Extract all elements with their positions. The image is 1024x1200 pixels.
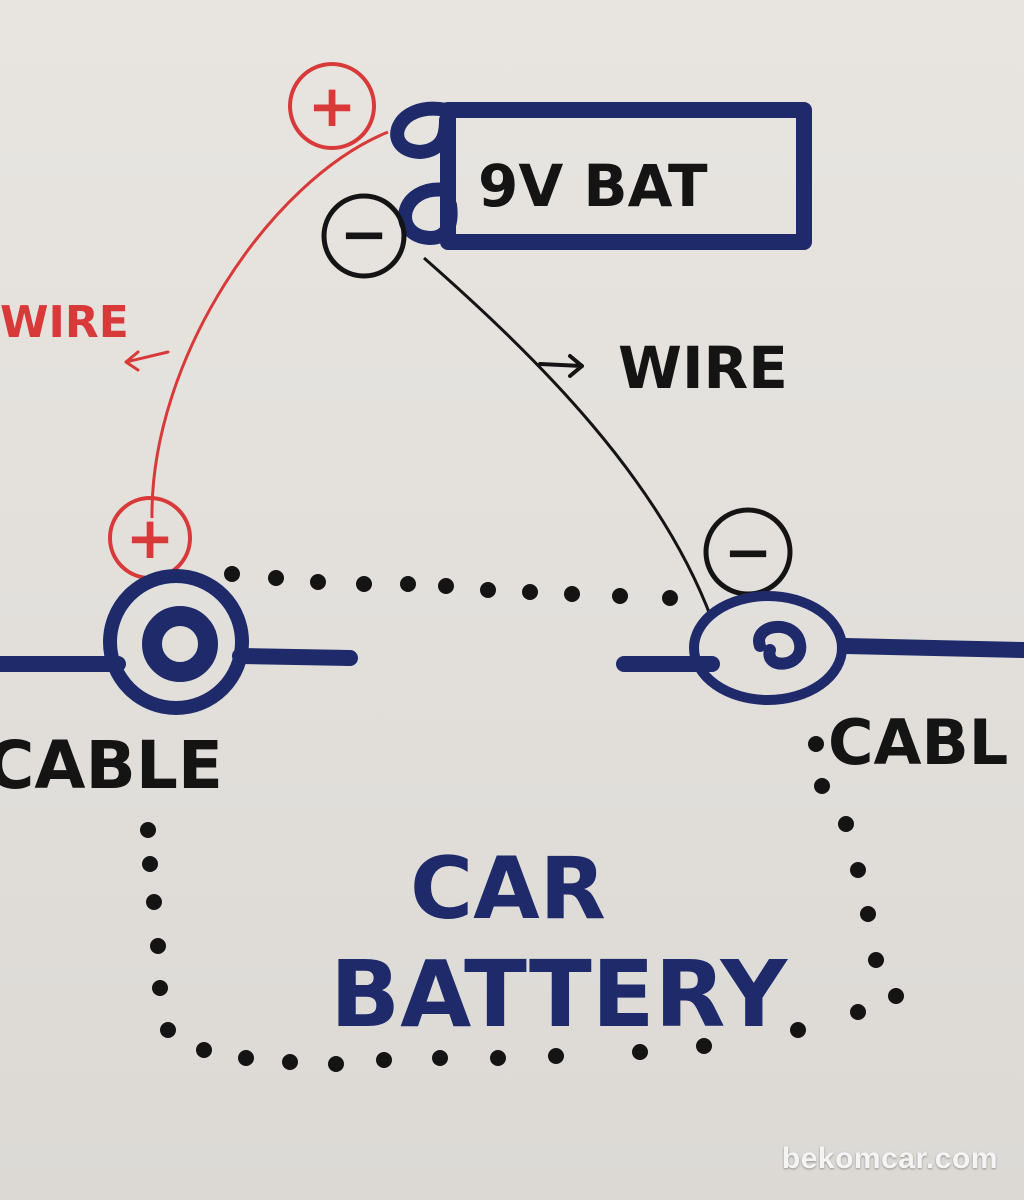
- car-battery-outline: [140, 736, 904, 1072]
- battery-9v-negative-symbol: −: [321, 193, 407, 279]
- battery-9v-positive-terminal: [390, 101, 453, 160]
- battery-9v-label: 9V BAT: [478, 152, 708, 220]
- right-cable-terminal-icon: [753, 621, 807, 670]
- battery-9v-minus-sign: −: [340, 200, 389, 268]
- right-wire-label: WIRE: [618, 334, 788, 402]
- battery-9v-negative-terminal: [398, 182, 458, 246]
- cable-positive-symbol: +: [108, 496, 192, 580]
- battery-9v-positive-symbol: +: [288, 62, 376, 150]
- battery-9v-plus-sign: +: [308, 72, 357, 140]
- battery-9v-body: [440, 102, 812, 250]
- left-cable-label: CABLE: [0, 727, 223, 804]
- right-cable-label: CABL: [828, 706, 1008, 779]
- cable-minus-sign: −: [724, 518, 773, 586]
- car-battery-label-line1: CAR: [410, 839, 606, 939]
- right-wire-arrow-icon: [538, 354, 584, 378]
- red-wire: [150, 130, 389, 519]
- car-battery-label-line2: BATTERY: [330, 941, 788, 1048]
- cable-plus-sign: +: [126, 504, 175, 572]
- watermark: bekomcar.com: [781, 1142, 998, 1175]
- battery-9v: 9V BAT: [390, 101, 812, 250]
- dotted-connection: [224, 566, 678, 606]
- right-cable: [616, 591, 1024, 705]
- left-cable-terminal-icon: [142, 606, 218, 682]
- left-wire-label: WIRE: [0, 297, 129, 348]
- left-cable: [0, 569, 358, 715]
- left-wire-arrow-icon: [124, 350, 170, 372]
- black-wire: [423, 256, 714, 621]
- cable-negative-symbol: −: [703, 507, 793, 597]
